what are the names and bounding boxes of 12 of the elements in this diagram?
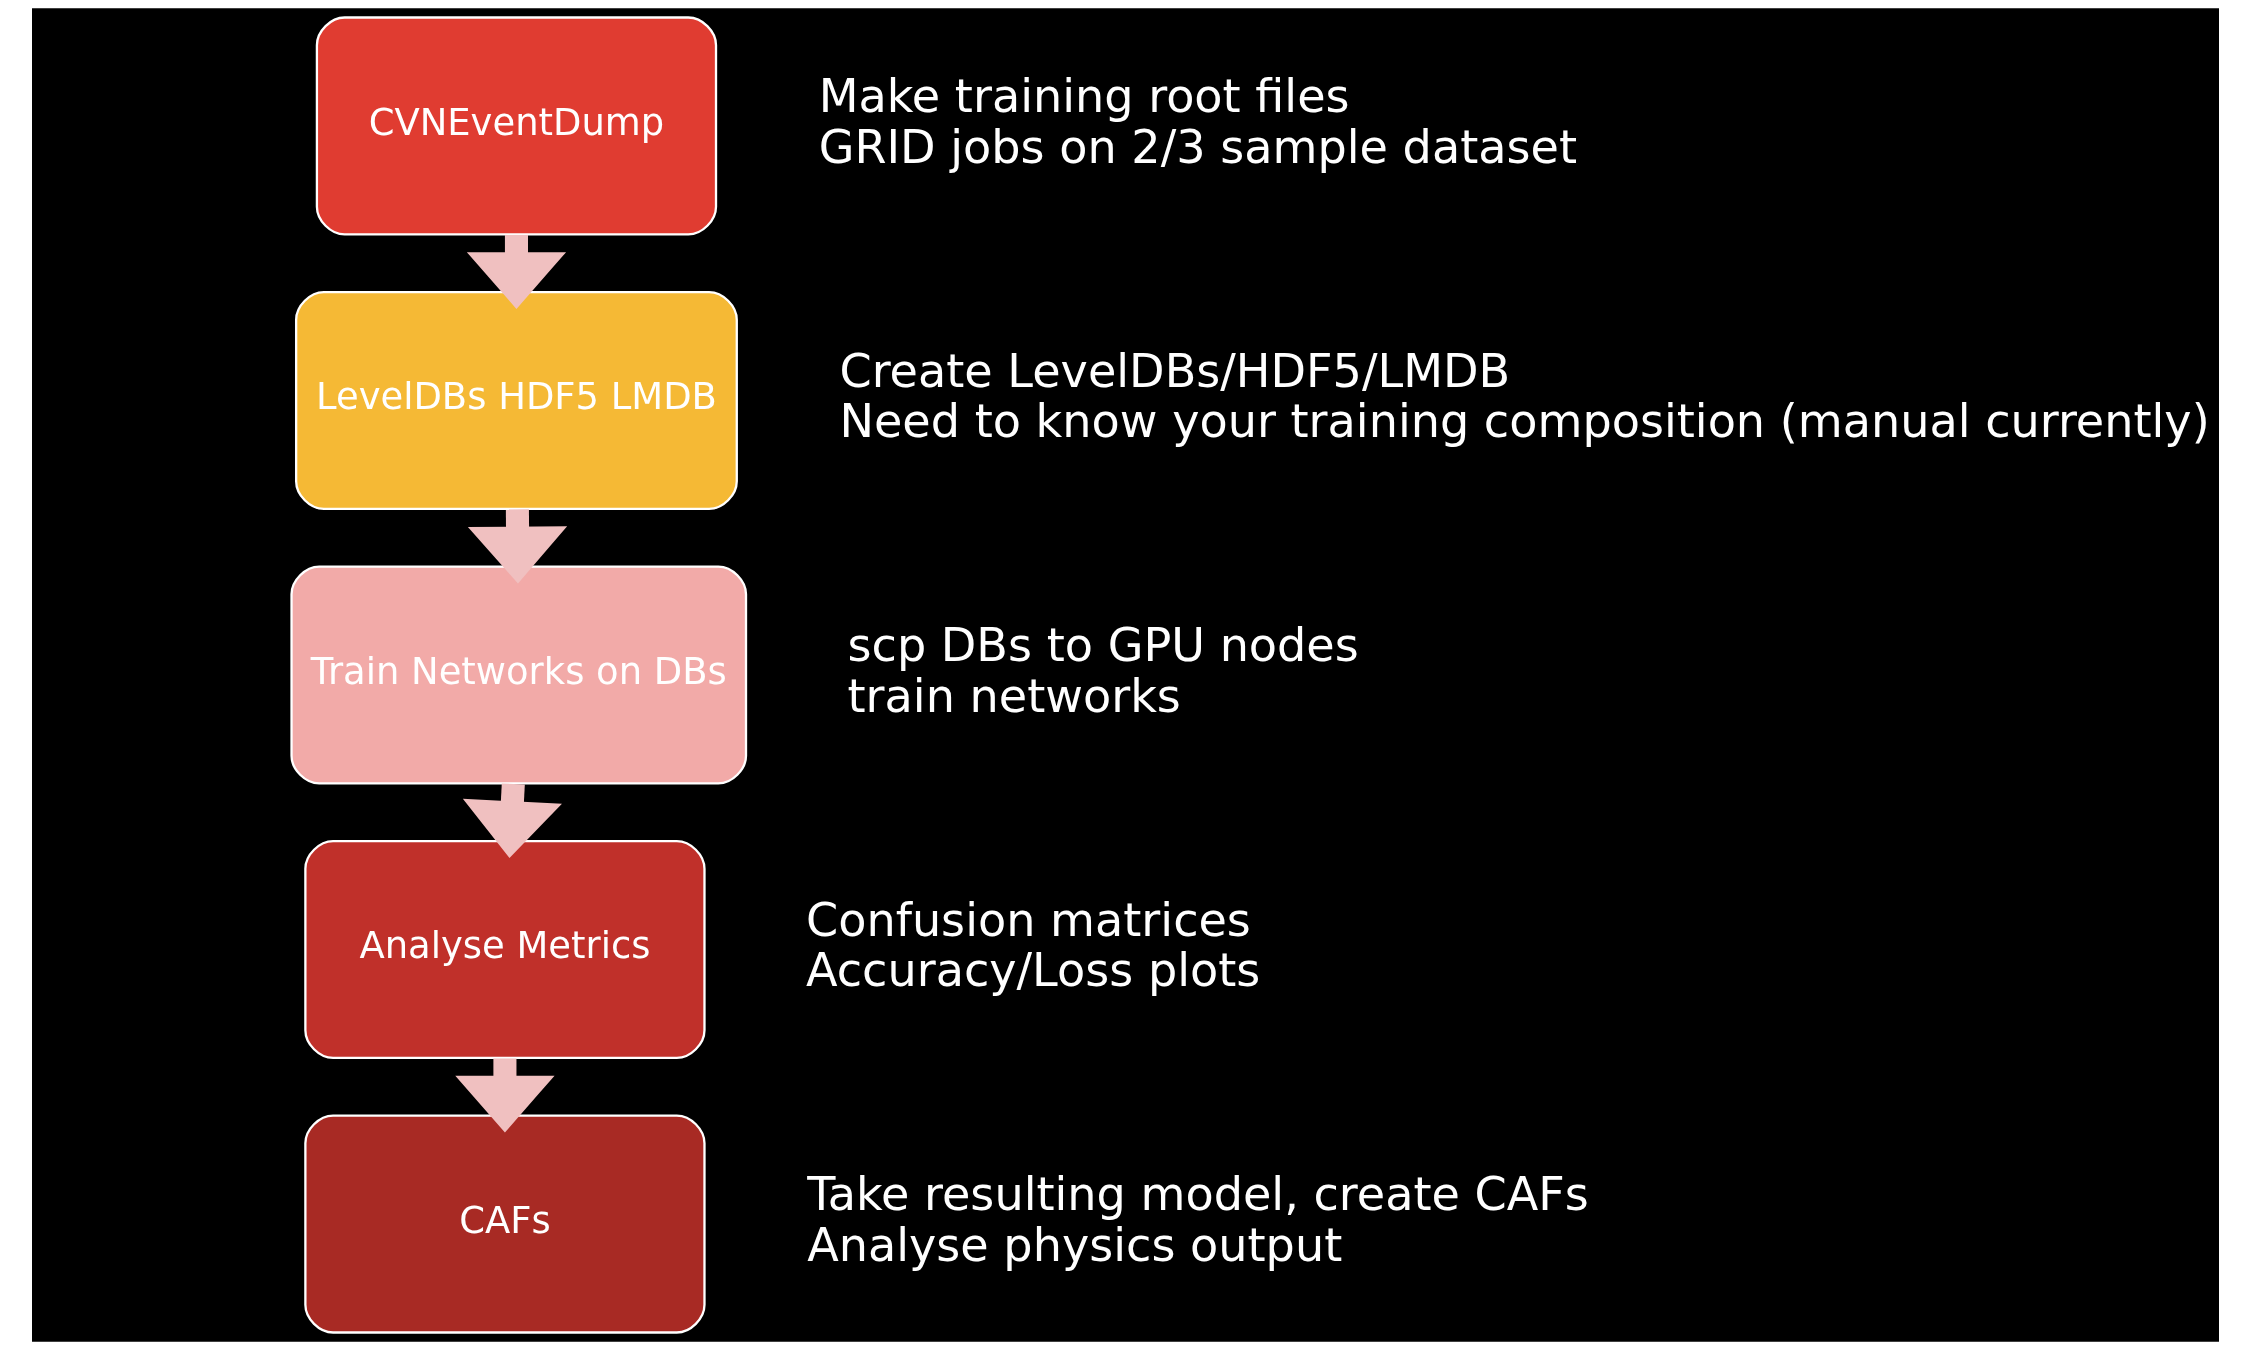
node-box: Analyse Metrics <box>304 839 706 1060</box>
arrow <box>467 509 568 584</box>
arrow <box>466 234 567 309</box>
node-box: Train Networks on DBs <box>290 565 748 785</box>
arrow <box>455 1058 555 1133</box>
node-label: Make training root files <box>818 69 1350 124</box>
node-label: scp DBs to GPU nodes <box>847 618 1359 673</box>
node-box: LevelDBs HDF5 LMDB <box>295 290 738 511</box>
node-label: Take resulting model, create CAFs <box>807 1167 1589 1222</box>
node-box: CAFs <box>304 1114 706 1334</box>
node-box: CVNEventDump <box>315 16 718 236</box>
arrow <box>462 783 562 858</box>
